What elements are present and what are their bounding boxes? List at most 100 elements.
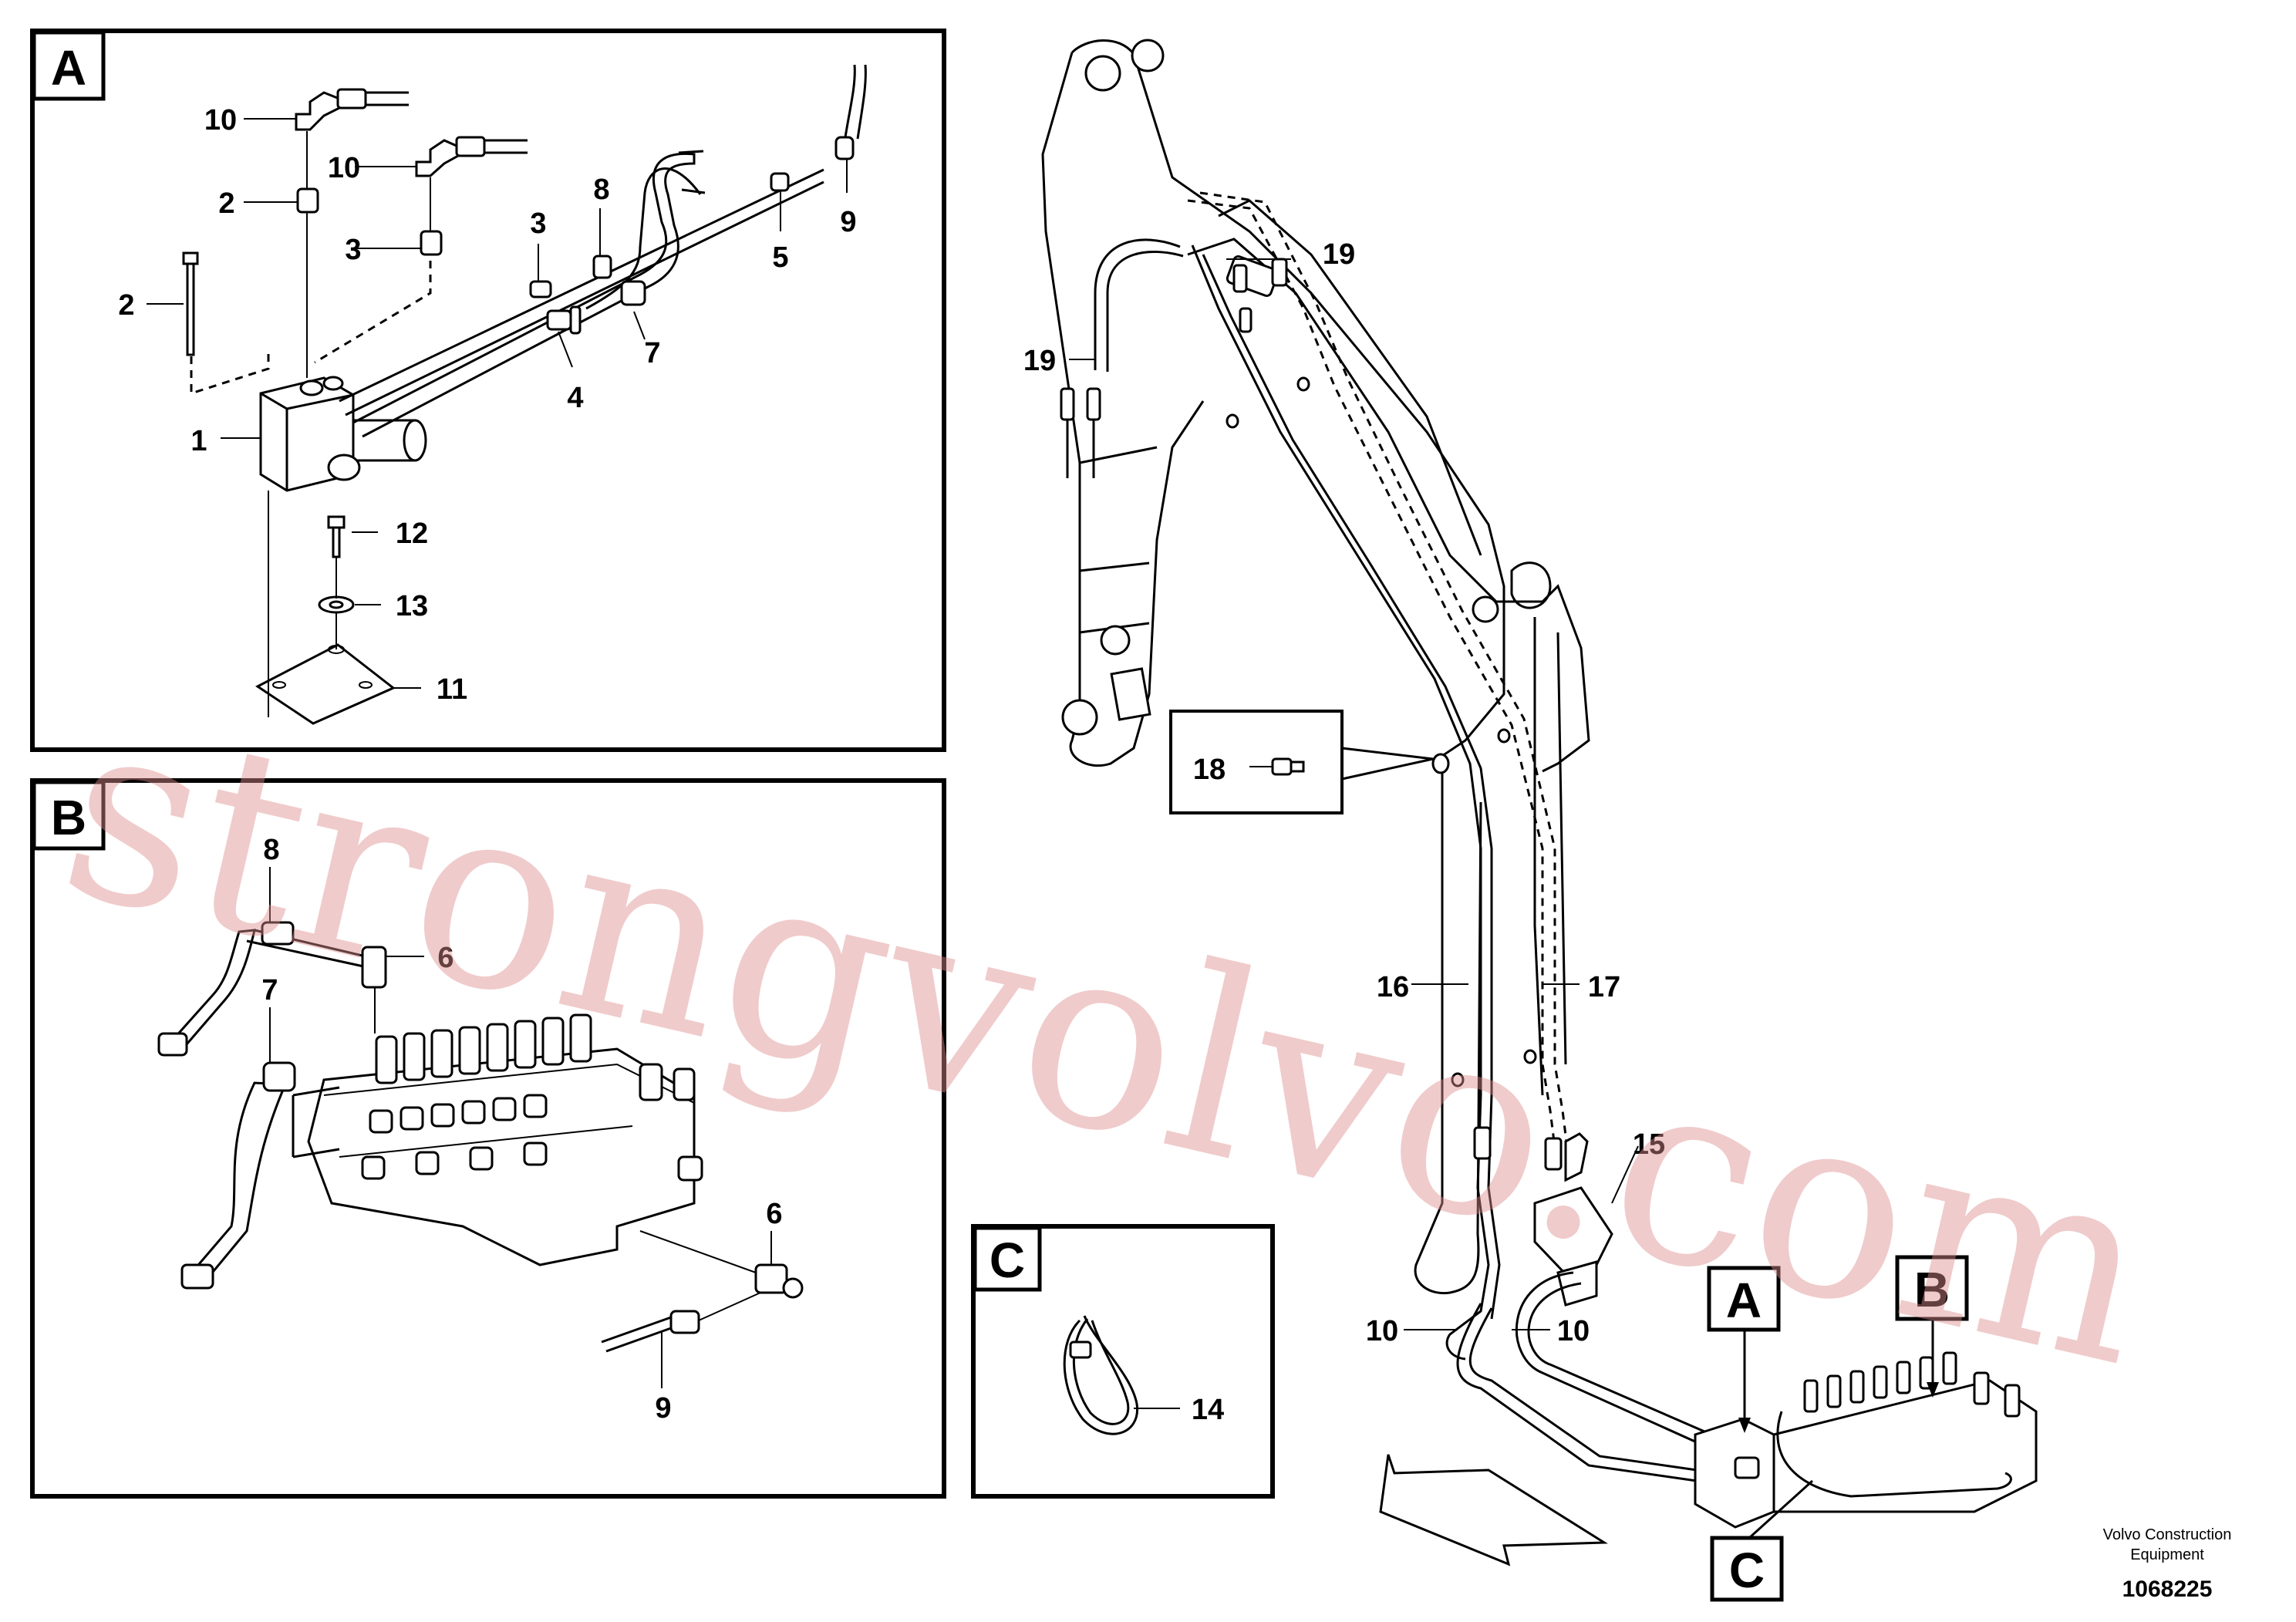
main-tag-a-box: [1707, 1266, 1781, 1332]
fitting-b9: [601, 1310, 700, 1353]
main-tag-leaders: [1743, 1319, 1934, 1539]
main-tag-a: A: [1726, 1273, 1762, 1328]
fitting-17-lower: [1544, 1137, 1563, 1171]
nut-b1: [157, 1032, 188, 1057]
callout-18: 18: [1193, 754, 1226, 786]
callout-16: 16: [1377, 971, 1409, 1003]
fitting-b8: [261, 921, 295, 946]
company-name-line2: Equipment: [2130, 1546, 2204, 1563]
fitting-4: [546, 305, 582, 335]
panel-a-tag: A: [51, 40, 86, 96]
callout-2: 2: [118, 289, 134, 322]
pipe-a1: [339, 168, 824, 416]
callout-10a: 10: [1366, 1315, 1398, 1347]
callout-11: 11: [437, 673, 467, 706]
drawing-number: 1068225: [2122, 1576, 2213, 1602]
hose-10a2: [1468, 1307, 1775, 1479]
callout-19b: 19: [1323, 238, 1355, 271]
panel-b-tag-box: [32, 780, 106, 851]
callout-5: 5: [772, 241, 788, 274]
watermark: strongvolvo.com: [40, 657, 2176, 1424]
fitting-19c: [1271, 258, 1288, 287]
hose-10b2: [1527, 1282, 1789, 1448]
panel-c-frame: [971, 1224, 1275, 1499]
washer-13: [318, 595, 355, 614]
hose-10b: [1515, 1271, 1782, 1459]
panel-c-tag: C: [990, 1233, 1025, 1288]
boom-pin-mid: [1100, 625, 1131, 656]
nut-b2: [180, 1263, 214, 1290]
direction-arrow: [1379, 1454, 1608, 1566]
callout-10b: 10: [1557, 1315, 1590, 1347]
fitting-10a: [295, 88, 409, 131]
callout-b8: 8: [263, 834, 279, 866]
hose-16b: [1106, 251, 1501, 1320]
hose-16: [1094, 238, 1490, 1361]
fitting-8: [592, 255, 612, 279]
valve-group: [1694, 1351, 2038, 1529]
fitting-3a: [296, 187, 319, 214]
fitting-19a: [1060, 387, 1101, 478]
callout-14: 14: [1192, 1394, 1224, 1426]
callout-19a: 19: [1023, 345, 1056, 377]
boom-assembly: 18 19 19 16 17 15 10 10 A B C: [1023, 39, 2038, 1602]
arm-outline-2: [1218, 199, 1482, 556]
screw-18: [1271, 757, 1305, 776]
center-lines-b: [374, 987, 761, 1321]
callout-b6a: 6: [437, 942, 453, 974]
callout-10b: 10: [328, 152, 360, 184]
hose-10a: [1456, 1303, 1767, 1490]
boom-outline-2: [1041, 52, 1205, 767]
bolt-12: [327, 515, 346, 558]
arm-rails: [1533, 617, 1567, 1096]
callout-10a: 10: [204, 104, 237, 137]
callout-18-box: [1169, 710, 1344, 814]
main-tag-c-box: [1710, 1536, 1784, 1602]
pipe-a2: [352, 152, 696, 438]
callout-4: 4: [567, 382, 583, 414]
boom-pin-top2: [1131, 39, 1165, 73]
callout-b9: 9: [655, 1392, 671, 1425]
callout-b7: 7: [261, 974, 278, 1007]
callout-9: 9: [840, 206, 856, 238]
company-name-line1: Volvo Construction: [2103, 1526, 2232, 1543]
boom-pin-bottom: [1061, 699, 1098, 736]
fitting-10b: [415, 136, 528, 177]
callout-1: 1: [190, 425, 207, 457]
callout-b6b: 6: [766, 1198, 782, 1230]
panel-c: C 14: [971, 1224, 1275, 1499]
boom-outline-1: [1070, 39, 1505, 1295]
boom-pin-top: [1084, 55, 1121, 92]
boom-bracket: [1110, 667, 1151, 721]
fitting-b7: [262, 1061, 296, 1092]
fitting-5: [770, 172, 790, 192]
boom-ribs: [1079, 446, 1158, 634]
callout-13: 13: [396, 590, 428, 622]
callout-3a: 2: [218, 187, 234, 220]
hose-17: [1187, 199, 1559, 1173]
fitting-9: [834, 64, 867, 160]
clamp-18: [1431, 753, 1450, 774]
panel-b-frame: [30, 778, 946, 1499]
panel-c-tag-box: [973, 1226, 1042, 1292]
dash-a2: [314, 261, 432, 364]
callout-18-pointer: [1341, 747, 1434, 781]
valve-block: [259, 376, 427, 492]
panel-a: A: [30, 29, 946, 752]
cable-tie-14: [1063, 1315, 1138, 1435]
pipe-b2: [193, 1081, 288, 1276]
callout-12: 12: [396, 518, 428, 550]
callout-3c: 3: [530, 207, 546, 240]
panel-a-tag-box: [32, 30, 106, 101]
panel-b: B: [30, 778, 946, 1499]
hose-17b: [1199, 191, 1572, 1173]
callout-8: 8: [593, 174, 609, 206]
callout-15: 15: [1633, 1128, 1665, 1161]
fitting-16-lower: [1473, 1126, 1492, 1160]
arm-pin: [1510, 561, 1552, 609]
main-tag-c: C: [1729, 1543, 1765, 1598]
fitting-3b: [420, 230, 443, 256]
fitting-7: [620, 280, 646, 306]
pipe-a3: [585, 167, 702, 310]
panel-b-tag: B: [51, 790, 86, 845]
